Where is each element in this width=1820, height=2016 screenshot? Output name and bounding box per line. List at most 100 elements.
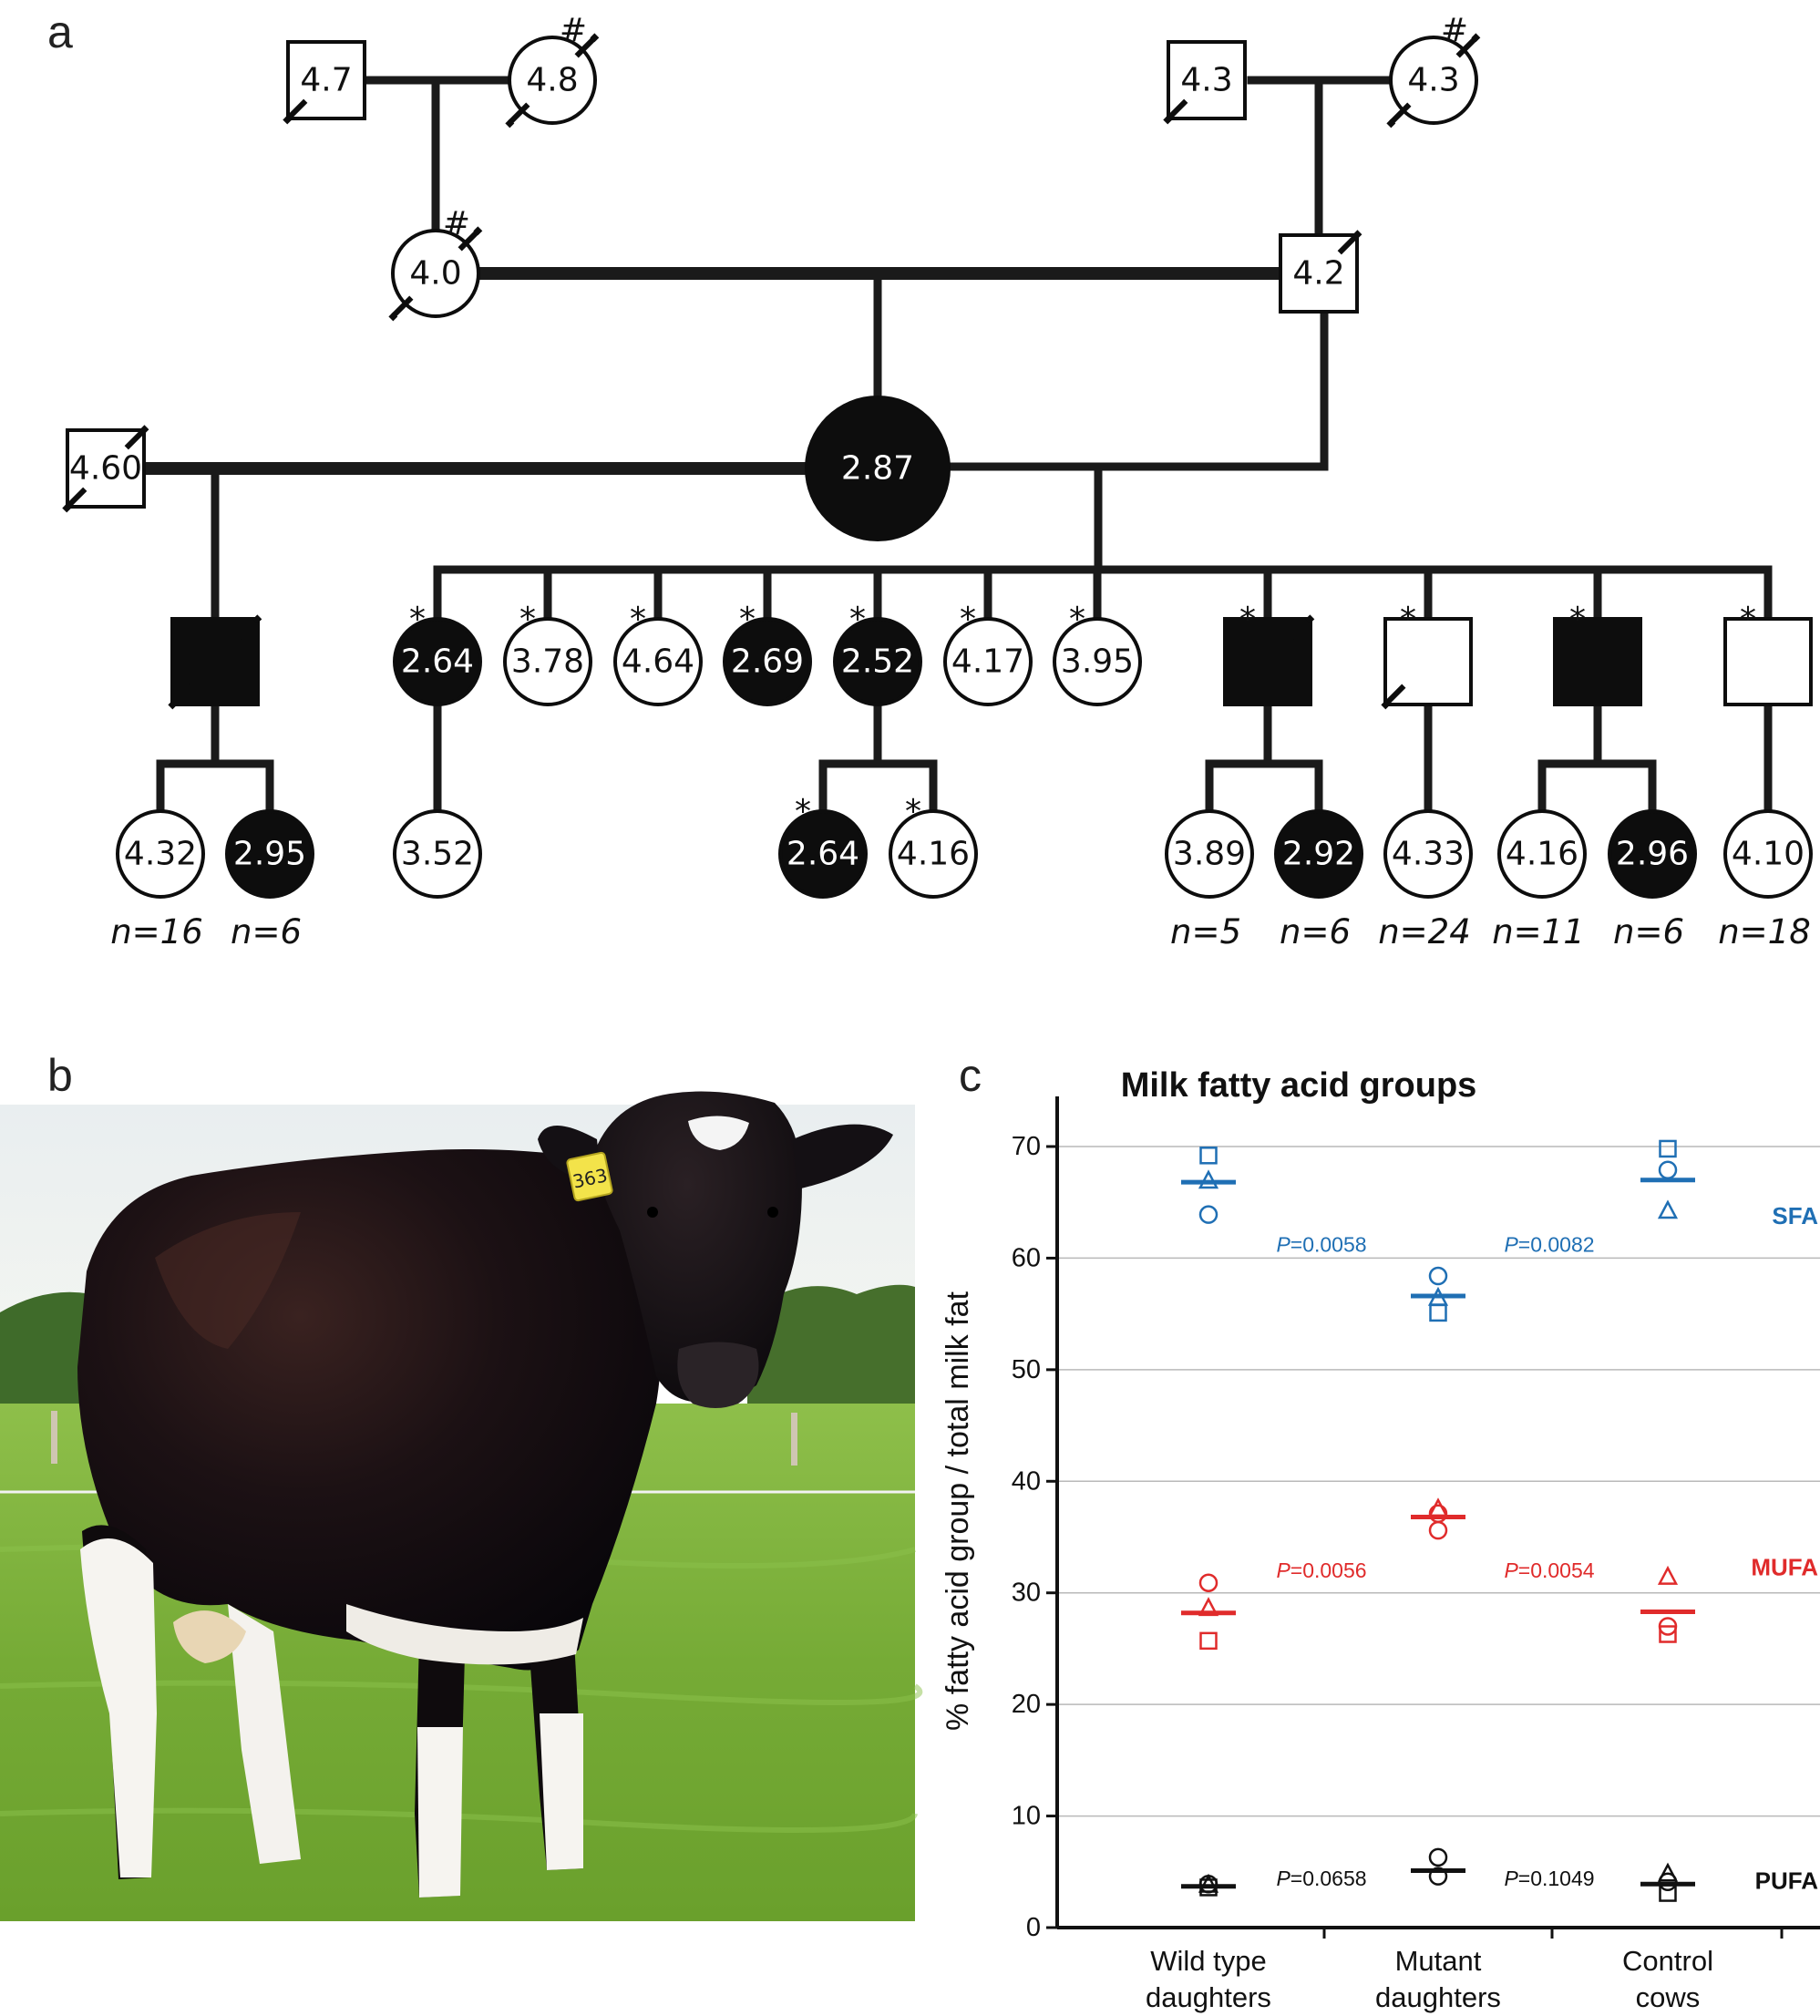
p-symbol: P [1504, 1558, 1518, 1582]
p-symbol: P [1276, 1233, 1290, 1257]
milk-fat-value: 2.87 [841, 450, 914, 488]
tick-mark-end [505, 118, 515, 129]
x-category-label: Wild type [1150, 1945, 1266, 1977]
y-axis-label: % fatty acid group / total milk fat [941, 1291, 975, 1731]
pedigree-individual: 4.2 [1279, 230, 1362, 314]
cow-leg-left-rear-white [80, 1538, 157, 1877]
pedigree-individual: 3.52 [393, 809, 482, 899]
y-tick-label: 70 [1012, 1132, 1041, 1161]
tick-mark [170, 684, 193, 706]
female-symbol [503, 617, 592, 706]
circle-marker [1658, 1617, 1678, 1636]
tick-mark [1383, 684, 1406, 706]
offspring-count-label: n=11 [1492, 912, 1585, 951]
pedigree-individual [168, 614, 262, 710]
female-symbol [391, 229, 480, 318]
male-symbol [1723, 617, 1813, 706]
asterisk-mark: * [849, 601, 866, 638]
pedigree-individual: * [1723, 601, 1813, 706]
p-value-label: P=0.0658 [1276, 1867, 1366, 1890]
tick-mark [1389, 102, 1412, 125]
p-value-label: P=0.0054 [1504, 1558, 1594, 1582]
triangle-marker [1198, 1169, 1219, 1189]
pedigree-individual: 4.33 [1383, 809, 1473, 899]
affected-male-symbol [1223, 617, 1312, 706]
p-symbol: P [1276, 1558, 1290, 1582]
offspring-count-label: n=6 [1280, 912, 1351, 951]
triangle-marker [1657, 1862, 1679, 1882]
pedigree-individual: 4.10 [1723, 809, 1813, 899]
offspring-count-label: n=6 [1613, 912, 1684, 951]
tick-mark-end [1381, 700, 1391, 710]
x-category-label: daughters [1375, 1981, 1501, 2013]
cow-photograph: 363 [0, 1091, 923, 1921]
circle-marker [1428, 1520, 1448, 1540]
affected-female-symbol [833, 617, 922, 706]
asterisk-mark: * [409, 601, 426, 638]
asterisk-mark: * [739, 601, 756, 638]
cow-eye-right [767, 1207, 778, 1218]
p-value: =0.0058 [1290, 1233, 1367, 1257]
p-symbol: P [1276, 1867, 1290, 1890]
y-tick-label: 50 [1012, 1355, 1041, 1384]
pedigree-individual: 3.78* [503, 601, 592, 706]
p-value: =0.0082 [1518, 1233, 1595, 1257]
tick-mark-end [252, 614, 262, 624]
panel-label-a: a [47, 6, 73, 57]
milk-fat-value: 2.69 [731, 643, 804, 681]
y-tick-label: 20 [1012, 1690, 1041, 1719]
cow-ear-right [793, 1124, 893, 1189]
x-category-label: cows [1636, 1981, 1701, 2013]
tick-mark [124, 427, 147, 450]
p-value: =0.0056 [1290, 1558, 1367, 1582]
series-label: PUFA [1755, 1867, 1819, 1895]
pedigree-individual: 4.8# [505, 12, 600, 129]
tick-mark [1166, 98, 1188, 121]
offspring-count-label: n=5 [1170, 912, 1241, 951]
female-symbol [1497, 809, 1587, 899]
ear-tag [566, 1151, 613, 1202]
pedigree-individual: 4.0# [388, 205, 483, 322]
pedigree-individual: 2.64* [778, 793, 868, 899]
pedigree-connections [138, 76, 1773, 814]
chart-title: Milk fatty acid groups [1121, 1066, 1477, 1105]
p-value-label: P=0.0082 [1504, 1233, 1594, 1257]
p-value: =0.0658 [1290, 1867, 1367, 1890]
milk-fat-value: 2.96 [1616, 836, 1689, 873]
milk-fat-value: 4.7 [300, 62, 352, 99]
milk-fat-value: 2.64 [787, 836, 859, 873]
y-tick-label: 60 [1012, 1243, 1041, 1272]
tick-mark [458, 229, 480, 252]
pedigree-individual: 4.16 [1497, 809, 1587, 899]
affected-male-symbol [1553, 617, 1642, 706]
p-symbol: P [1504, 1867, 1518, 1890]
affected-female-symbol [778, 809, 868, 899]
pedigree-individual: 2.95 [225, 809, 314, 899]
pedigree-individual: 4.3 [1163, 40, 1247, 125]
pedigree-individual: 4.7 [283, 40, 366, 125]
affected-female-symbol [723, 617, 812, 706]
y-tick-label: 10 [1012, 1802, 1041, 1831]
cow-belly-white [346, 1604, 583, 1665]
cow-forehead-blaze [688, 1116, 749, 1150]
milk-fat-value: 4.17 [951, 643, 1024, 681]
x-category-label: Mutant [1395, 1945, 1482, 1977]
affected-female-symbol [225, 809, 314, 899]
offspring-count-label: n=16 [110, 912, 203, 951]
milk-fat-value: 4.2 [1292, 255, 1344, 293]
milk-fat-value: 2.92 [1282, 836, 1355, 873]
tick-mark [65, 487, 87, 509]
pedigree-individual: 4.17* [943, 601, 1033, 706]
female-symbol [1165, 809, 1254, 899]
milk-fat-value: 4.64 [622, 643, 694, 681]
series-label: MUFA [1751, 1554, 1818, 1581]
data-points [1198, 1139, 1679, 1902]
female-symbol [1723, 809, 1813, 899]
offspring-count-label: n=24 [1378, 912, 1471, 951]
tick-mark [574, 36, 597, 58]
photo-fence-post-2 [791, 1413, 797, 1466]
milk-fat-value: 4.0 [409, 255, 461, 293]
asterisk-mark: * [1400, 601, 1416, 638]
